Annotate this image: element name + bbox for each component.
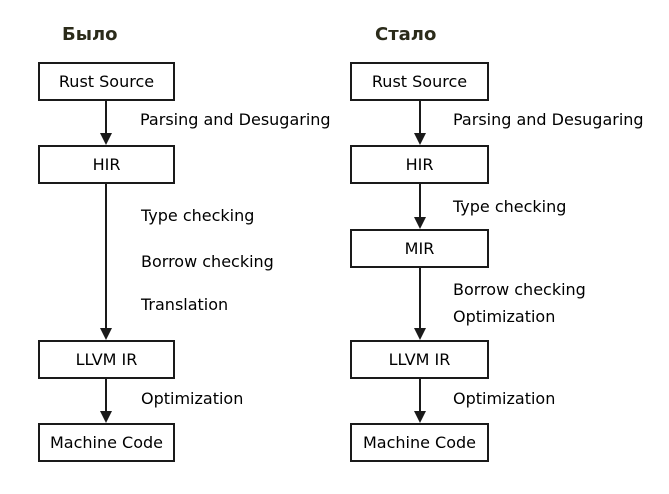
edge-label-optimization-mid-after: Optimization <box>453 307 556 326</box>
flow-arrow-icon <box>414 100 426 145</box>
flow-arrow-icon <box>100 379 112 423</box>
pipeline-title-before: Было <box>62 24 118 45</box>
arrowhead-icon <box>100 328 112 340</box>
edge-label-borrow-checking-before: Borrow checking <box>141 252 274 271</box>
edge-label-borrow-checking-after: Borrow checking <box>453 280 586 299</box>
node-rust-source-before: Rust Source <box>38 62 175 101</box>
flow-arrow-icon <box>414 268 426 340</box>
edge-label-parsing-after: Parsing and Desugaring <box>453 110 644 129</box>
edge-label-translation-before: Translation <box>141 295 229 314</box>
flow-arrow-icon <box>414 379 426 423</box>
arrowhead-icon <box>414 411 426 423</box>
edge-label-optimization-before: Optimization <box>141 389 244 408</box>
arrowhead-icon <box>100 133 112 145</box>
arrowhead-icon <box>414 328 426 340</box>
arrowhead-icon <box>414 217 426 229</box>
flow-arrow-icon <box>100 184 112 340</box>
node-rust-source-after: Rust Source <box>350 62 489 101</box>
pipeline-title-after: Стало <box>375 24 437 45</box>
edge-label-parsing-before: Parsing and Desugaring <box>140 110 331 129</box>
node-mir-after: MIR <box>350 229 489 268</box>
node-llvm-ir-after: LLVM IR <box>350 340 489 379</box>
flow-arrow-icon <box>414 184 426 229</box>
node-hir-before: HIR <box>38 145 175 184</box>
edge-label-type-checking-before: Type checking <box>141 206 255 225</box>
edge-label-type-checking-after: Type checking <box>453 197 567 216</box>
edge-label-optimization-after: Optimization <box>453 389 556 408</box>
node-hir-after: HIR <box>350 145 489 184</box>
flow-arrow-icon <box>100 100 112 145</box>
arrowhead-icon <box>414 133 426 145</box>
node-llvm-ir-before: LLVM IR <box>38 340 175 379</box>
node-machine-code-after: Machine Code <box>350 423 489 462</box>
arrowhead-icon <box>100 411 112 423</box>
node-machine-code-before: Machine Code <box>38 423 175 462</box>
